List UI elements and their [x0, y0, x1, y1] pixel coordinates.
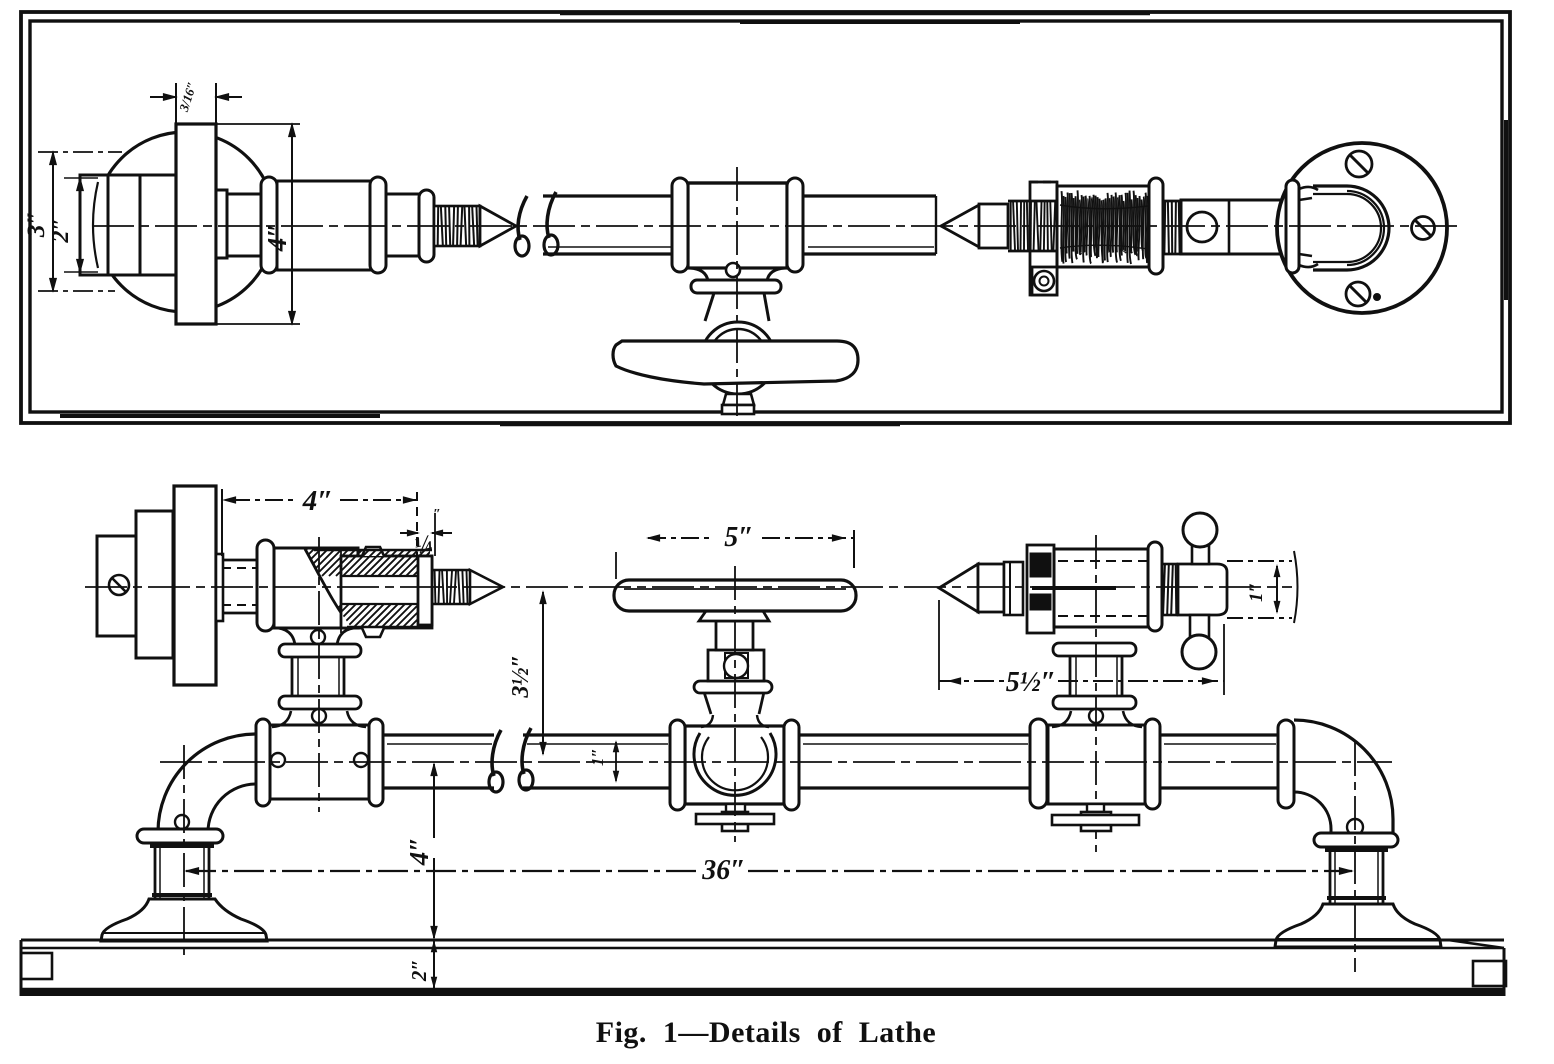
svg-text:4″: 4″ [404, 837, 434, 866]
svg-text:3½″: 3½″ [508, 654, 534, 698]
svg-text:1″: 1″ [588, 748, 607, 766]
svg-text:5½″: 5½″ [1006, 667, 1056, 698]
svg-text:4″: 4″ [302, 485, 334, 517]
svg-text:″: ″ [433, 507, 441, 522]
svg-text:1″: 1″ [1246, 582, 1267, 602]
svg-text:¼: ¼ [412, 531, 435, 560]
svg-text:36″: 36″ [701, 855, 745, 886]
svg-text:2″: 2″ [48, 217, 74, 243]
svg-text:5″: 5″ [724, 522, 753, 553]
svg-text:2″: 2″ [407, 959, 431, 982]
svg-text:Fig. 1—Details of Lathe: Fig. 1—Details of Lathe [596, 1016, 936, 1049]
svg-text:3″: 3″ [23, 211, 50, 238]
svg-text:4″: 4″ [262, 223, 292, 252]
